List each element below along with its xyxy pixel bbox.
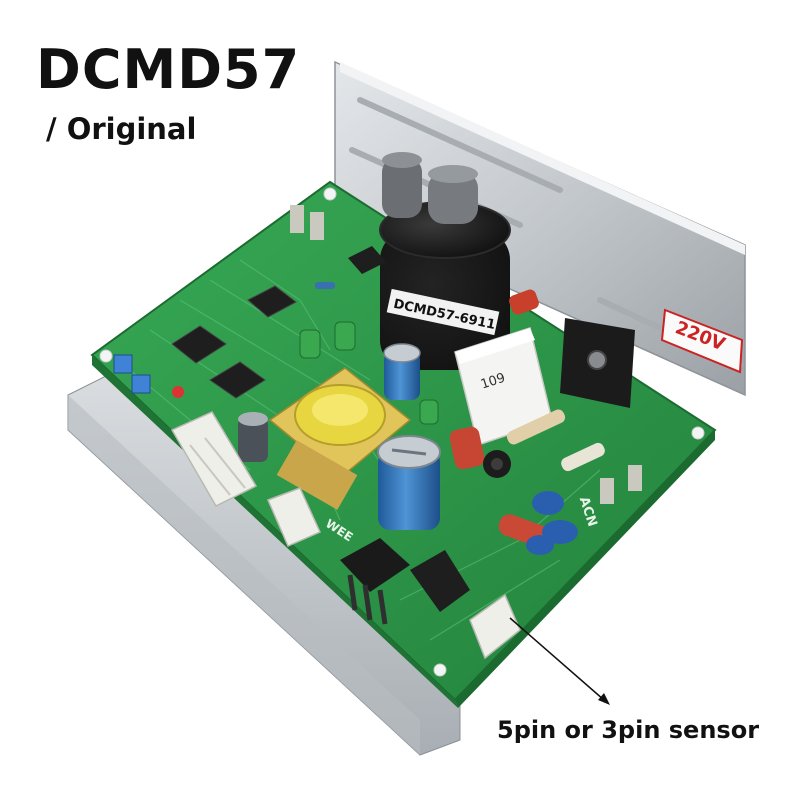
product-subtitle: / Original xyxy=(46,112,197,146)
relay: 109 xyxy=(454,327,553,446)
bulk-capacitor: DCMD57-6911 xyxy=(379,201,511,370)
blue-capacitor-large xyxy=(377,435,441,530)
spade-terminals xyxy=(290,205,642,504)
power-transistor xyxy=(410,550,470,612)
bridge-rectifier xyxy=(560,318,635,408)
white-connectors xyxy=(170,411,521,660)
small-heatsink xyxy=(340,538,410,625)
relay-code-label: 109 xyxy=(479,371,507,393)
heatsink-capacitors xyxy=(382,152,478,224)
sensor-connector xyxy=(469,593,521,660)
inductor xyxy=(483,450,511,478)
trim-potentiometers xyxy=(113,354,151,394)
ic-chips xyxy=(171,246,386,399)
product-title: DCMD57 xyxy=(36,38,301,101)
voltage-sticker: 220V xyxy=(660,308,744,374)
disc-capacitors xyxy=(526,491,578,555)
blue-capacitor-small xyxy=(383,343,421,400)
fuse-resistors xyxy=(315,282,605,472)
callout-arrow xyxy=(509,617,610,705)
small-capacitor xyxy=(238,412,268,462)
sensor-callout-label: 5pin or 3pin sensor xyxy=(497,716,760,744)
transformer xyxy=(268,367,412,510)
green-capacitors xyxy=(299,321,439,425)
